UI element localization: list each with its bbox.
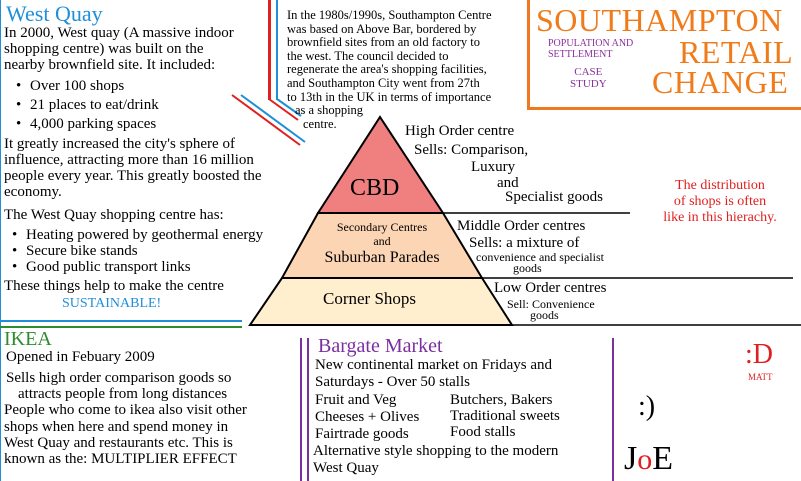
matt-name: MATT xyxy=(748,372,773,382)
divider-line xyxy=(300,338,302,481)
subtitle-case-study: CASE STUDY xyxy=(570,66,607,90)
middle-order-line: convenience and specialist xyxy=(476,250,604,264)
bargate-intro: New continental market on Fridays and Sa… xyxy=(315,357,553,390)
divider-line xyxy=(527,0,530,110)
divider-line xyxy=(0,0,1,481)
smiley: :) xyxy=(638,391,656,422)
middle-order-title: Middle Order centres xyxy=(457,218,586,234)
pyramid-label-middle: Secondary Centres and Suburban Parades xyxy=(324,220,440,266)
ikea-text: Sells high order comparison goods so att… xyxy=(4,370,247,468)
list-item: 4,000 parking spaces xyxy=(12,115,159,134)
list-item: Secure bike stands xyxy=(8,243,263,259)
divider-line xyxy=(527,107,801,110)
bargate-right-items: Butchers, Bakers Traditional sweets Food… xyxy=(450,392,560,440)
west-quay-impact: It greatly increased the city's sphere o… xyxy=(4,136,262,200)
high-order-line: Sells: Comparison, xyxy=(414,142,529,158)
divider-line xyxy=(0,326,242,328)
high-order-line: Specialist goods xyxy=(505,189,603,205)
divider-line xyxy=(276,0,278,100)
middle-order-line: goods xyxy=(513,261,542,275)
history-paragraph: In the 1980s/1990s, Southampton Centre w… xyxy=(287,8,492,131)
list-item: Good public transport links xyxy=(8,259,263,275)
sustainable-label: SUSTAINABLE! xyxy=(62,296,162,311)
list-item: 21 places to eat/drink xyxy=(12,96,159,115)
high-order-line: Luxury xyxy=(471,159,516,175)
subtitle-topic: POPULATION AND SETTLEMENT xyxy=(548,38,634,60)
west-quay-intro: In 2000, West quay (A massive indoor sho… xyxy=(4,25,234,73)
west-quay-has-label: The West Quay shopping centre has: xyxy=(4,207,224,223)
middle-order-line: Sells: a mixture of xyxy=(469,235,580,251)
low-order-line: Sell: Convenience xyxy=(507,297,595,311)
bargate-left-items: Fruit and Veg Cheeses + Olives Fairtrade… xyxy=(315,392,419,443)
ikea-title: IKEA xyxy=(4,328,52,350)
matt-face: :D xyxy=(745,339,773,370)
list-item: Over 100 shops xyxy=(12,77,159,96)
divider-line xyxy=(307,338,309,481)
joe-signature: JoE xyxy=(624,440,674,477)
pyramid-label-cbd: CBD xyxy=(350,175,400,201)
high-order-line: and xyxy=(497,175,519,191)
bargate-title: Bargate Market xyxy=(318,335,443,357)
pyramid-label-corner-shops: Corner Shops xyxy=(323,289,417,308)
bargate-footer: Alternative style shopping to the modern… xyxy=(313,443,559,476)
ikea-opened: Opened in Febuary 2009 xyxy=(6,349,155,365)
page-title-line2: RETAIL xyxy=(679,34,794,70)
west-quay-features: Heating powered by geothermal energy Sec… xyxy=(8,227,263,275)
low-order-line: goods xyxy=(530,308,559,322)
west-quay-title: West Quay xyxy=(6,1,103,26)
high-order-title: High Order centre xyxy=(405,123,515,139)
west-quay-conclusion: These things help to make the centre xyxy=(4,278,224,294)
list-item: Fairtrade goods xyxy=(315,426,409,442)
list-item: Fruit and Veg xyxy=(315,392,397,408)
list-item: Cheeses + Olives xyxy=(315,409,420,425)
divider-line xyxy=(612,338,614,481)
west-quay-bullets: Over 100 shops 21 places to eat/drink 4,… xyxy=(12,77,159,134)
list-item: Traditional sweets xyxy=(450,408,560,424)
divider-line xyxy=(268,0,271,100)
list-item: Food stalls xyxy=(450,424,516,440)
distribution-note: The distribution of shops is often like … xyxy=(663,178,777,225)
list-item: Butchers, Bakers xyxy=(450,392,553,408)
divider-line xyxy=(0,320,242,322)
page-title-line3: CHANGE xyxy=(652,64,789,100)
page-title-line1: SOUTHAMPTON xyxy=(536,2,783,38)
list-item: Heating powered by geothermal energy xyxy=(8,227,263,243)
low-order-title: Low Order centres xyxy=(494,280,607,296)
